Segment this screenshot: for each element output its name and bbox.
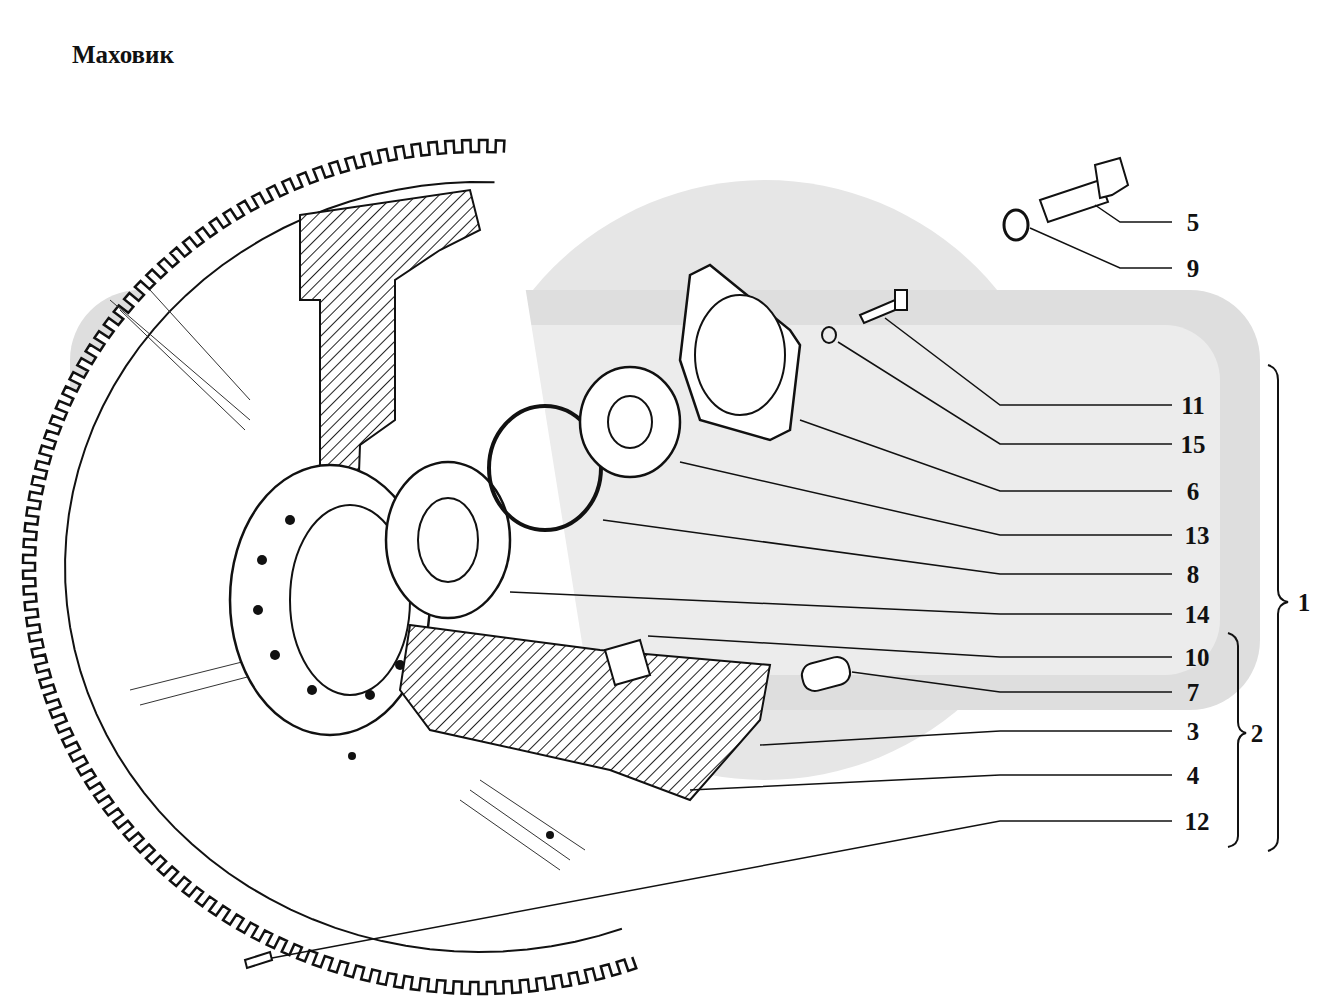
section-cut	[400, 625, 770, 800]
callout-number: 14	[1183, 601, 1212, 628]
washer	[822, 327, 836, 343]
bearing-bore	[418, 498, 478, 582]
pin	[605, 640, 650, 685]
group-bracket	[1268, 365, 1288, 851]
callout-number: 8	[1185, 561, 1202, 588]
group-bracket	[1228, 633, 1246, 847]
bearing	[580, 367, 680, 477]
washer	[1004, 210, 1028, 240]
section-cut	[300, 190, 480, 505]
callout-number: 5	[1185, 209, 1202, 236]
callout-number: 15	[1179, 431, 1208, 458]
bolt	[245, 952, 272, 968]
callout-number: 10	[1183, 644, 1212, 671]
callout-number: 12	[1183, 808, 1212, 835]
bolt-head	[1095, 158, 1128, 198]
bolt-head	[895, 290, 907, 310]
bearing-cover	[680, 265, 800, 440]
ring-gear	[23, 140, 636, 994]
flywheel-rim	[65, 182, 622, 952]
callout-number: 2	[1249, 720, 1266, 747]
callout-number: 1	[1296, 589, 1313, 616]
callout-number: 4	[1185, 762, 1202, 789]
bearing-bore	[608, 396, 652, 448]
callout-number: 11	[1179, 392, 1207, 419]
pin	[799, 654, 853, 693]
callout-number: 6	[1185, 478, 1202, 505]
callout-number: 9	[1185, 255, 1202, 282]
callout-number: 3	[1185, 718, 1202, 745]
cover-bore	[695, 295, 785, 415]
diagram-title: Маховик	[72, 42, 174, 67]
callout-number: 7	[1185, 679, 1202, 706]
callout-number: 13	[1183, 522, 1212, 549]
leader-line	[272, 205, 1172, 958]
